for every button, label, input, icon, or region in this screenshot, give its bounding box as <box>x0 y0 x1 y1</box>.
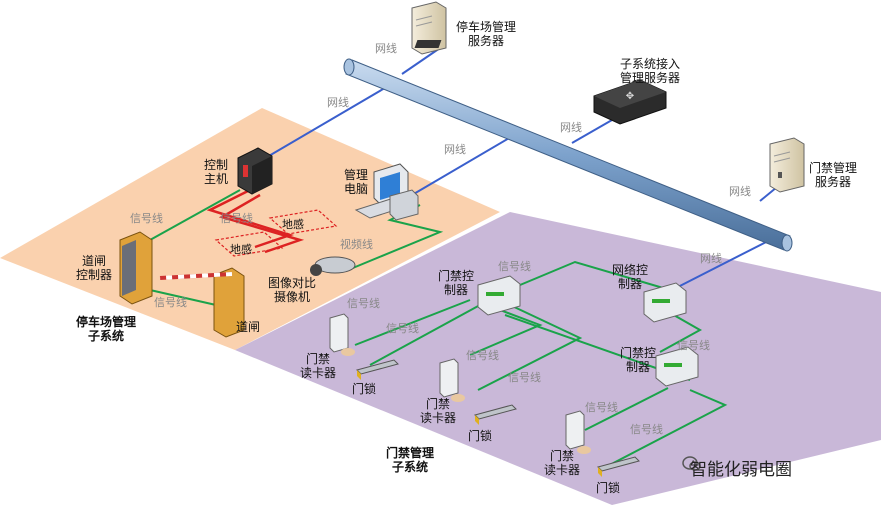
access-controller-icon <box>477 275 521 316</box>
barrier-controller-label: 道闸控制器 <box>76 254 113 282</box>
signal-label: 信号线 <box>386 322 419 335</box>
watermark: 智能化弱电圈 <box>690 460 792 480</box>
network-lines <box>261 47 789 291</box>
loop-label-2: 地感 <box>230 243 252 256</box>
network-controller-label: 网络控制器 <box>612 263 649 291</box>
signal-label: 信号线 <box>677 339 710 352</box>
access-controller-icon-2 <box>655 346 699 387</box>
lock-label-3: 门锁 <box>596 481 621 495</box>
access-controller-label-2: 门禁控制器 <box>620 346 657 374</box>
access-zone <box>235 212 881 505</box>
barrier-gate-icon <box>159 267 245 338</box>
lock-label-2: 门锁 <box>468 429 493 443</box>
door-lock-icon-3 <box>597 456 640 477</box>
pc-icon <box>354 163 419 221</box>
reader-label-3: 门禁读卡器 <box>544 449 581 477</box>
reader-label-1: 门禁读卡器 <box>300 352 337 380</box>
signal-label: 信号线 <box>130 212 163 225</box>
control-host-label: 控制主机 <box>204 158 229 186</box>
reader-label-2: 门禁读卡器 <box>420 397 457 425</box>
barrier-label: 道闸 <box>236 320 261 334</box>
video-label: 视频线 <box>340 238 373 251</box>
net-label: 网线 <box>729 185 751 198</box>
camera-icon <box>310 256 356 276</box>
lock-label-1: 门锁 <box>352 382 377 396</box>
access-zone-label: 门禁管理子系统 <box>386 446 435 474</box>
door-lock-icon <box>356 359 399 380</box>
parking-server-icon <box>411 1 447 55</box>
network-controller-icon <box>643 282 687 323</box>
signal-label: 信号线 <box>347 297 380 310</box>
signal-label: 信号线 <box>498 260 531 273</box>
parking-server-label: 停车场管理服务器 <box>456 20 517 48</box>
control-host-icon <box>237 147 273 195</box>
signal-label: 信号线 <box>220 212 253 225</box>
signal-label: 信号线 <box>154 296 187 309</box>
loop-boxes <box>214 209 338 257</box>
net-label: 网线 <box>700 252 722 265</box>
signal-label: 信号线 <box>630 423 663 436</box>
wechat-icon <box>682 456 701 471</box>
net-label: 网线 <box>375 42 397 55</box>
svg-text:✥: ✥ <box>626 91 634 102</box>
mgmt-pc-label: 管理电脑 <box>344 168 369 196</box>
access-server-icon <box>769 137 805 193</box>
door-lock-icon-2 <box>474 404 517 425</box>
switch-icon: ✥ <box>593 79 667 125</box>
net-label: 网线 <box>444 143 466 156</box>
signal-label: 信号线 <box>466 349 499 362</box>
parking-zone-label: 停车场管理子系统 <box>76 315 137 343</box>
subsystem-server-label: 子系统接入管理服务器 <box>620 57 681 85</box>
access-controller-label-1: 门禁控制器 <box>438 269 475 297</box>
net-label: 网线 <box>327 96 349 109</box>
signal-label: 信号线 <box>508 371 541 384</box>
card-reader-icon-3 <box>565 410 591 454</box>
card-reader-icon-2 <box>439 358 465 402</box>
network-backbone <box>343 58 793 252</box>
access-server-label: 门禁管理服务器 <box>809 161 858 189</box>
access-signal-wires <box>354 260 728 471</box>
card-reader-icon <box>329 313 355 356</box>
loop-label-1: 地感 <box>282 218 304 231</box>
barrier-controller-icon <box>119 231 153 305</box>
loop-wires <box>206 188 305 254</box>
signal-label: 信号线 <box>585 401 618 414</box>
net-label: 网线 <box>560 121 582 134</box>
camera-label: 图像对比摄像机 <box>268 276 317 304</box>
